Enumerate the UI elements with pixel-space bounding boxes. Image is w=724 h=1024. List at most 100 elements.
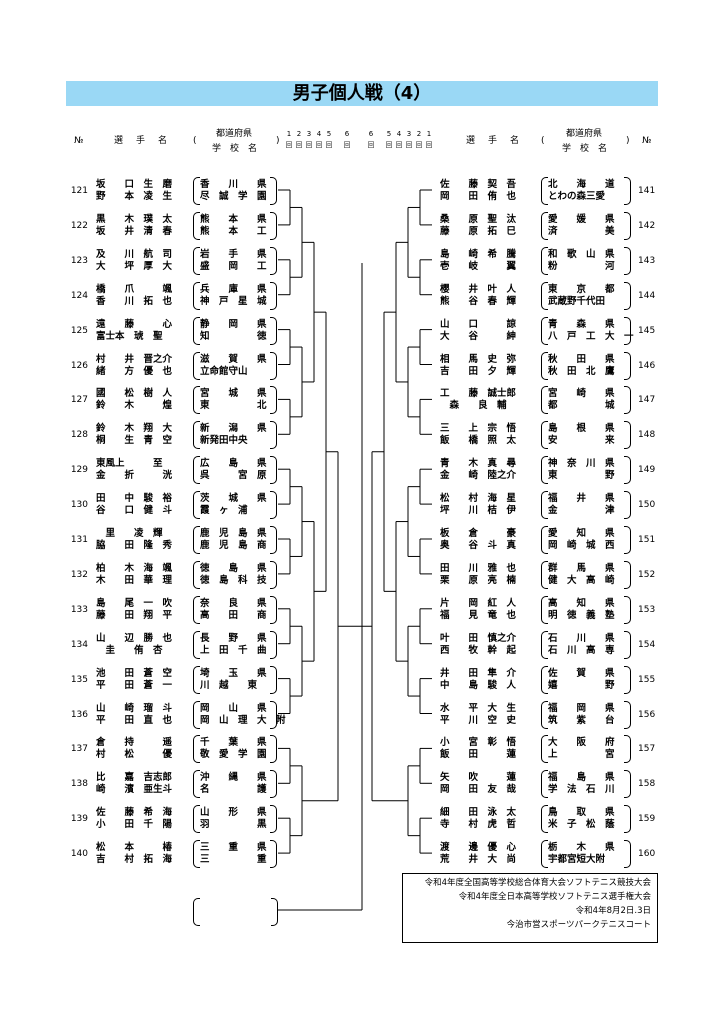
paren-close	[270, 595, 277, 624]
prefecture: 長 野 県	[200, 632, 267, 644]
prefecture: 愛 知 県	[548, 528, 615, 539]
player-name-1: 三 上 宗 悟	[440, 423, 517, 435]
prefecture: 東 京 都	[548, 283, 615, 295]
player-name-2: 圭 侑 杏	[96, 644, 163, 656]
player-name-1: 井 田 隼 介	[440, 667, 517, 679]
school-name: 筑 紫 台	[548, 714, 615, 726]
paren-open	[193, 211, 200, 240]
school-name: 知 徳	[200, 330, 267, 342]
school-name: 東 北	[200, 400, 267, 412]
player-name-1: 松 村 海 星	[440, 493, 517, 505]
paren-open	[193, 351, 200, 380]
player-name-1: 桑 原 聖 汰	[440, 213, 517, 225]
player-name-1: 山 辺 勝 也	[96, 632, 173, 644]
player-name-2: 脇 田 隆 秀	[96, 540, 173, 551]
player-name-2: 藤 田 翔 平	[96, 609, 173, 621]
player-name-1: 田 中 駿 裕	[96, 493, 173, 505]
school-name: 三 重	[200, 854, 267, 866]
paren-open	[541, 211, 548, 240]
paren-close	[624, 456, 631, 485]
player-name-1: 島 尾 一 吹	[96, 597, 173, 609]
paren-open	[541, 700, 548, 729]
prefecture: 熊 本 県	[200, 213, 267, 225]
paren-close	[624, 211, 631, 240]
info-line-1: 令和4年度全国高等学校総合体育大会ソフトテニス競技大会	[424, 878, 651, 888]
round-numbers-right: 6 5 4 3 2 1	[366, 129, 434, 139]
player-name-2: 飯 橋 照 太	[440, 435, 517, 447]
prefecture: 兵 庫 県	[200, 283, 267, 295]
entry-number: 123	[70, 255, 88, 266]
player-name-2: 中 島 駿 人	[440, 679, 517, 691]
player-name-2: 岡 田 友 哉	[440, 784, 517, 796]
player-name-1: 小 宮 彰 悟	[440, 737, 517, 749]
paren-open	[193, 560, 200, 589]
school-name: とわの森三愛	[548, 191, 606, 202]
player-name-2: 藤 原 拓 巳	[440, 225, 517, 237]
round-label: 回	[385, 141, 393, 149]
player-name-2: 坂 井 清 春	[96, 225, 173, 237]
entry-number: 139	[70, 814, 88, 825]
entry-number: 160	[638, 849, 656, 860]
prefecture: 岡 山 県	[200, 702, 267, 714]
paren-close	[624, 316, 631, 345]
school-name: 尽 誠 学 園	[200, 191, 267, 202]
paren-open	[541, 735, 548, 764]
player-name-2: 福 見 竜 也	[440, 609, 517, 621]
round-label: 回	[405, 141, 413, 149]
school-name: 羽 黒	[200, 819, 267, 831]
prefecture: 山 形 県	[200, 807, 267, 819]
school-name: 敬 愛 学 園	[200, 749, 267, 761]
header-paren-left-open: (	[193, 136, 197, 146]
player-name-2: 熊 谷 春 輝	[440, 295, 517, 307]
entry-number: 134	[70, 639, 88, 650]
prefecture: 群 馬 県	[548, 562, 615, 574]
school-name: 上 田 千 曲	[200, 644, 267, 656]
round-label: 回	[305, 141, 313, 149]
paren-close	[270, 211, 277, 240]
school-name: 安 来	[548, 435, 615, 447]
prefecture: 佐 賀 県	[548, 667, 615, 679]
paren-open	[193, 735, 200, 764]
prefecture: 秋 田 県	[548, 353, 615, 365]
school-name: 立命館守山	[200, 365, 248, 377]
player-name-1: 櫻 井 叶 人	[440, 283, 517, 295]
paren-open	[541, 177, 548, 205]
entry-number: 121	[70, 186, 88, 196]
paren-open	[541, 770, 548, 799]
player-name-2: 岡 田 侑 也	[440, 191, 517, 202]
paren-close	[270, 246, 277, 275]
player-name-2: 寺 村 虎 哲	[440, 819, 517, 831]
prefecture: 青 森 県	[548, 318, 615, 330]
entry-number: 145	[638, 325, 656, 336]
paren-open	[541, 595, 548, 624]
prefecture: 神 奈 川 県	[548, 458, 615, 470]
round-number: 3	[306, 130, 312, 138]
school-name: 石 川 高 専	[548, 644, 615, 656]
paren-open	[193, 526, 200, 554]
prefecture: 福 岡 県	[548, 702, 615, 714]
school-name: 盛 岡 工	[200, 260, 267, 272]
player-name-2: 平 田 蒼 一	[96, 679, 173, 691]
paren-open	[193, 665, 200, 694]
school-name: 徳 島 科 技	[200, 574, 267, 586]
player-name-2: 平 川 空 史	[440, 714, 517, 726]
round-label: 回	[295, 141, 303, 149]
school-name: 東 野	[548, 470, 615, 482]
school-name: 新発田中央	[200, 435, 248, 447]
paren-open	[193, 805, 200, 834]
header-pref-left: 都道府県	[216, 129, 253, 139]
prefecture: 滋 賀 県	[200, 353, 267, 365]
player-name-2: 大 谷 紳	[440, 330, 517, 342]
prefecture: 千 葉 県	[200, 737, 267, 749]
